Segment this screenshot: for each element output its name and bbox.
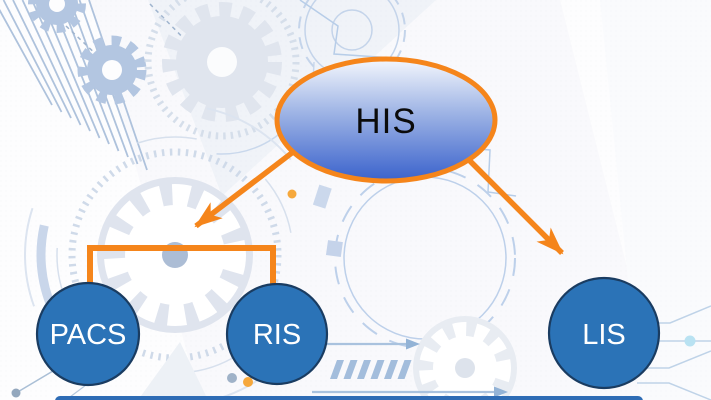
pacs-node: PACS [35,281,141,387]
gear-icon [28,0,86,33]
ris-node: RIS [225,282,329,386]
circuit-dot [684,335,696,347]
decor-square [325,240,343,258]
his-node: HIS [274,56,498,184]
lis-node: LIS [547,276,661,390]
decor-square [312,184,332,209]
bracket-connector-pacs-ris [87,245,276,290]
his-node-label: HIS [355,102,416,141]
orange-dot [243,377,253,387]
ris-node-label: RIS [253,319,301,351]
gear-icon [413,316,517,400]
gear-icon [77,35,147,105]
lis-node-label: LIS [582,319,626,351]
hazard-stripes-icon [330,360,412,379]
bottom-bar [55,396,643,400]
orange-dot [287,189,297,199]
arrow-his-to-lis [468,159,564,255]
pacs-node-label: PACS [50,319,127,351]
gear-icon [129,0,315,155]
arrow-his-to-pacs-ris [194,146,299,229]
